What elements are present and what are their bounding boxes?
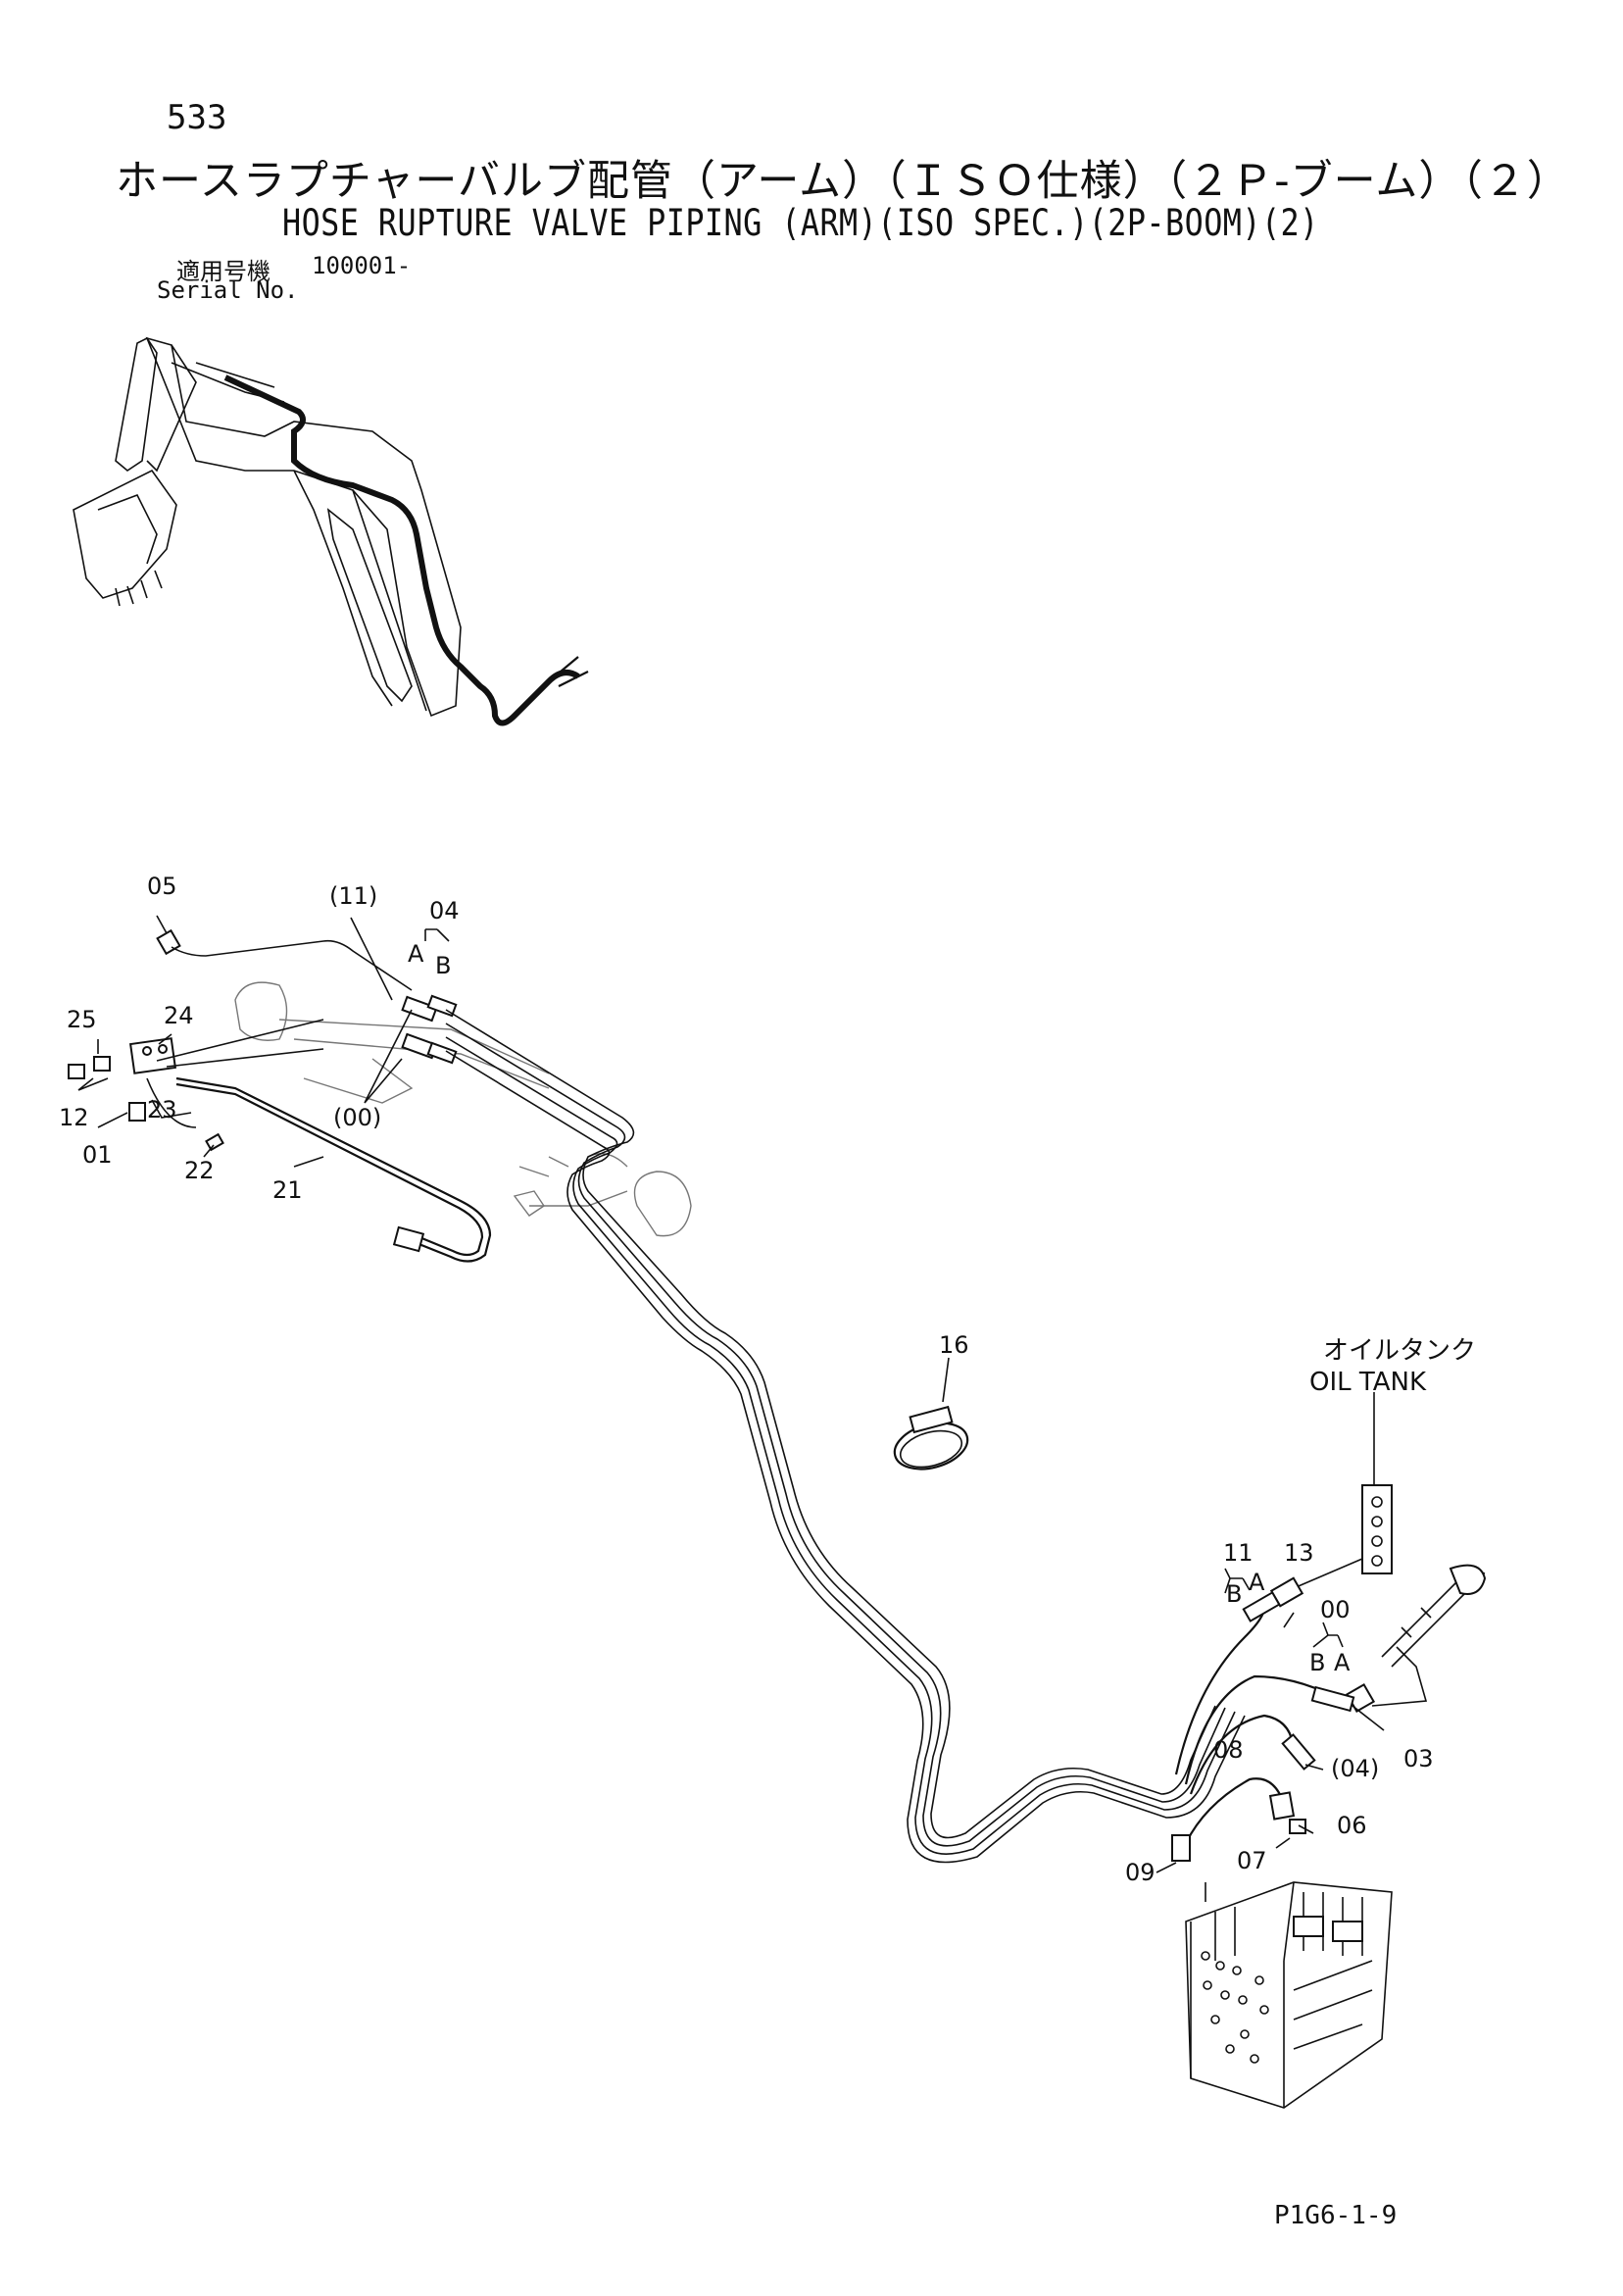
page-title-japanese: ホースラプチャーバルブ配管（アーム）（ＩＳＯ仕様）（２Ｐ-ブーム）（２） (116, 157, 1570, 206)
callout-07: 07 (1237, 1847, 1267, 1874)
callout-16: 16 (939, 1331, 969, 1359)
oil-tank-label-english: OIL TANK (1309, 1368, 1427, 1397)
callout-05: 05 (147, 873, 177, 900)
callout-11: 11 (1223, 1539, 1254, 1567)
serial-label-english: Serial No. (157, 276, 299, 304)
callout-11-reference: (11) (329, 882, 377, 910)
drawing-code: P1G6-1-9 (1274, 2201, 1398, 2230)
callout-04: 04 (429, 897, 460, 924)
callout-24: 24 (164, 1002, 194, 1029)
page-title-english: HOSE RUPTURE VALVE PIPING (ARM)(ISO SPEC… (282, 202, 1319, 244)
callout-21: 21 (272, 1176, 303, 1204)
callout-08: 08 (1213, 1736, 1244, 1764)
callout-04-port-a: A (408, 940, 424, 968)
callout-00-port-a: A (1334, 1649, 1351, 1676)
page-number: 533 (167, 98, 227, 137)
callout-00-reference: (00) (333, 1104, 381, 1131)
arm-location-thumbnail (73, 336, 589, 726)
oil-tank-connection (1156, 1392, 1487, 1902)
callout-13: 13 (1284, 1539, 1314, 1567)
callout-23: 23 (147, 1096, 177, 1123)
callout-09: 09 (1125, 1859, 1156, 1886)
callout-06: 06 (1337, 1812, 1367, 1839)
callout-11-port-b: B (1226, 1580, 1242, 1608)
callout-11-port-a: A (1249, 1569, 1265, 1596)
callout-04-reference: (04) (1331, 1755, 1379, 1782)
callout-22: 22 (184, 1157, 215, 1184)
control-valve (1185, 1881, 1393, 2109)
hose-rupture-valve-assembly (68, 915, 1246, 1864)
oil-tank-label-japanese: オイルタンク (1323, 1336, 1476, 1366)
serial-label-japanese: 適用号機 (176, 258, 270, 285)
callout-03: 03 (1403, 1745, 1434, 1772)
callout-labels: 05 (11) 04 A B 25 24 12 23 01 22 (00) 21… (59, 873, 1476, 1886)
callout-00: 00 (1320, 1596, 1351, 1623)
callout-25: 25 (67, 1006, 97, 1033)
callout-12: 12 (59, 1104, 89, 1131)
hose-clamp (893, 1357, 969, 1471)
callout-04-port-b: B (435, 952, 451, 979)
callout-01: 01 (82, 1141, 113, 1169)
callout-00-port-b: B (1309, 1649, 1325, 1676)
serial-number-value: 100001- (312, 252, 412, 279)
